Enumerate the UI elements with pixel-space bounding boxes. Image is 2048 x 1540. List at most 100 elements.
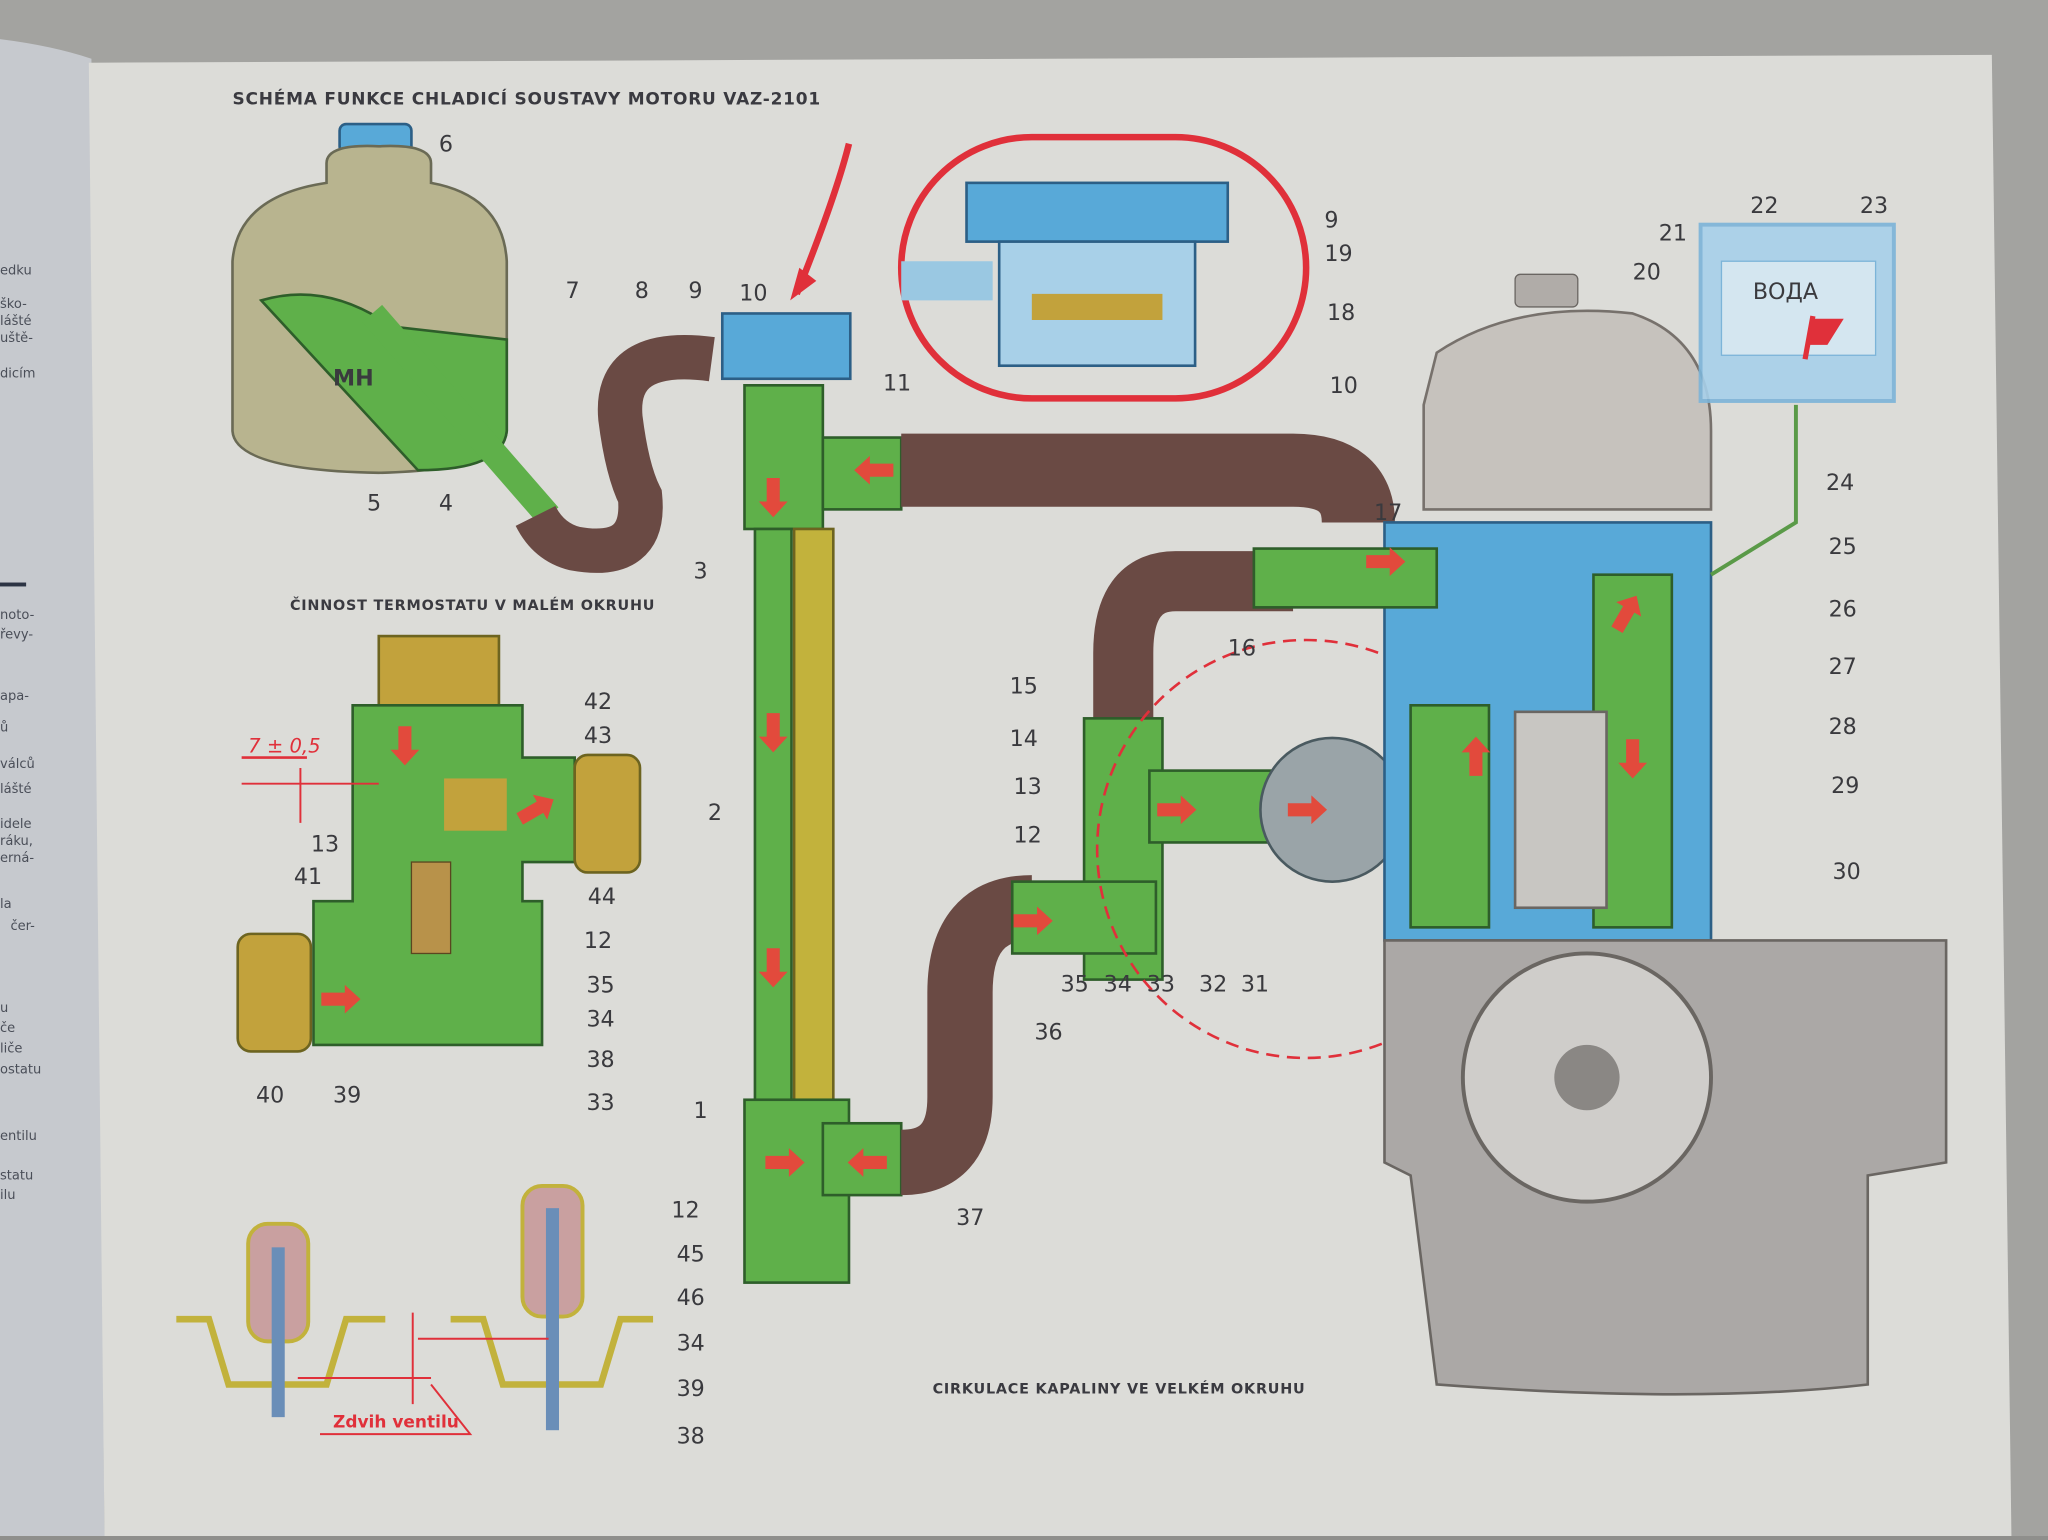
part-label-21: 21 <box>1659 220 1687 246</box>
lower-hose <box>899 875 1034 1196</box>
part-label-25: 25 <box>1829 534 1857 560</box>
flow-arrow <box>1611 595 1642 633</box>
part-label-13: 13 <box>311 832 339 858</box>
valve-lift-detail: Zdvih ventilu <box>176 1184 654 1436</box>
part-label-12: 12 <box>671 1197 699 1223</box>
caption-small-circuit: ČINNOST TERMOSTATU V MALÉM OKRUHU <box>290 596 655 614</box>
left-page-fragment: statu <box>0 1168 33 1183</box>
part-label-27: 27 <box>1829 654 1857 680</box>
part-label-42: 42 <box>584 689 612 715</box>
left-page-fragment: apa- <box>0 689 29 704</box>
water-pump <box>1259 736 1406 883</box>
part-label-31: 31 <box>1241 971 1269 997</box>
left-page-fragment: entilu <box>0 1129 37 1144</box>
flow-arrow <box>1013 906 1053 936</box>
tank-hose <box>515 334 715 573</box>
flow-arrow <box>847 1148 887 1177</box>
left-page-fragment: idele <box>0 817 32 832</box>
part-label-14: 14 <box>1010 726 1038 752</box>
part-label-41: 41 <box>294 864 322 890</box>
part-label-5: 5 <box>367 491 381 517</box>
flow-arrow <box>1366 547 1406 576</box>
left-page-fragment: lášté <box>0 314 32 329</box>
radiator-cap-detail <box>790 133 1310 402</box>
part-label-13: 13 <box>1014 774 1042 800</box>
bypass-hose <box>1093 551 1294 732</box>
part-label-8: 8 <box>635 278 649 304</box>
part-label-22: 22 <box>1750 193 1778 219</box>
left-page-fragment: lášté <box>0 782 32 797</box>
part-label-34: 34 <box>1104 971 1132 997</box>
flow-arrows <box>321 455 1648 1177</box>
part-label-30: 30 <box>1832 859 1860 885</box>
part-label-19: 19 <box>1324 241 1352 267</box>
flow-arrow <box>1287 795 1328 825</box>
overflow-tube <box>362 304 559 525</box>
part-label-2: 2 <box>708 800 722 826</box>
part-label-40: 40 <box>256 1082 284 1108</box>
left-page-fragment: uště- <box>0 331 33 346</box>
left-page-fragment: dicím <box>0 366 35 381</box>
flow-arrow <box>758 478 788 518</box>
part-label-38: 38 <box>677 1423 705 1449</box>
caption-large-circuit: CIRKULACE KAPALINY VE VELKÉM OKRUHU <box>933 1381 1306 1398</box>
left-page-fragment: noto- <box>0 608 35 623</box>
flow-arrow <box>1157 795 1197 825</box>
part-label-4: 4 <box>439 491 453 517</box>
part-label-10: 10 <box>1330 373 1358 399</box>
part-label-11: 11 <box>883 371 911 397</box>
left-page-fragment: la <box>0 897 12 912</box>
gauge-label: ВОДА <box>1753 279 1818 305</box>
part-label-39: 39 <box>677 1376 705 1402</box>
part-label-9: 9 <box>688 278 702 304</box>
flow-arrow <box>1461 736 1491 776</box>
part-label-17: 17 <box>1374 500 1402 526</box>
part-label-20: 20 <box>1633 260 1661 286</box>
flow-arrow <box>390 726 420 766</box>
flow-arrow <box>758 948 788 988</box>
part-label-33: 33 <box>1147 971 1175 997</box>
part-label-34: 34 <box>677 1331 705 1357</box>
part-label-26: 26 <box>1829 596 1857 622</box>
left-page-fragment: ško- <box>0 297 27 312</box>
part-label-12: 12 <box>584 928 612 954</box>
part-label-29: 29 <box>1831 773 1859 799</box>
part-label-43: 43 <box>584 723 612 749</box>
left-page-fragment: čer- <box>10 919 35 934</box>
left-page-fragment: ostatu <box>0 1063 41 1078</box>
left-page-fragment: ilu <box>0 1188 16 1203</box>
part-label-38: 38 <box>586 1047 614 1073</box>
part-label-39: 39 <box>333 1082 361 1108</box>
flow-arrow <box>321 984 361 1014</box>
left-page <box>0 39 105 1536</box>
diagram-title: SCHÉMA FUNKCE CHLADICÍ SOUSTAVY MOTORU V… <box>232 87 820 109</box>
part-label-18: 18 <box>1327 300 1355 326</box>
left-page-fragment: ráku, <box>0 834 33 849</box>
part-label-33: 33 <box>586 1090 614 1116</box>
flow-arrow <box>758 713 788 753</box>
part-label-35: 35 <box>1061 971 1089 997</box>
tank-marking: МН <box>333 365 374 391</box>
part-label-10: 10 <box>739 280 767 306</box>
valve-lift-label: Zdvih ventilu <box>333 1413 459 1433</box>
part-label-34: 34 <box>586 1007 614 1033</box>
left-page-fragment: liče <box>0 1042 22 1057</box>
part-label-37: 37 <box>956 1205 984 1231</box>
upper-hose <box>901 433 1395 525</box>
part-label-15: 15 <box>1010 674 1038 700</box>
part-label-46: 46 <box>677 1285 705 1311</box>
left-page-fragment: řevy- <box>0 628 33 643</box>
left-page-fragment: če <box>0 1021 15 1036</box>
left-page-fragment: ů <box>0 720 8 735</box>
part-label-45: 45 <box>677 1242 705 1268</box>
tolerance-annotation: 7 ± 0,5 <box>248 734 320 757</box>
thermostat-small-circuit: 7 ± 0,5 <box>236 634 642 1053</box>
part-label-7: 7 <box>566 278 580 304</box>
temperature-gauge: ВОДА <box>1698 222 1896 577</box>
part-label-23: 23 <box>1860 193 1888 219</box>
left-page-fragment: u <box>0 1001 8 1016</box>
left-page-fragment: erná- <box>0 851 34 866</box>
